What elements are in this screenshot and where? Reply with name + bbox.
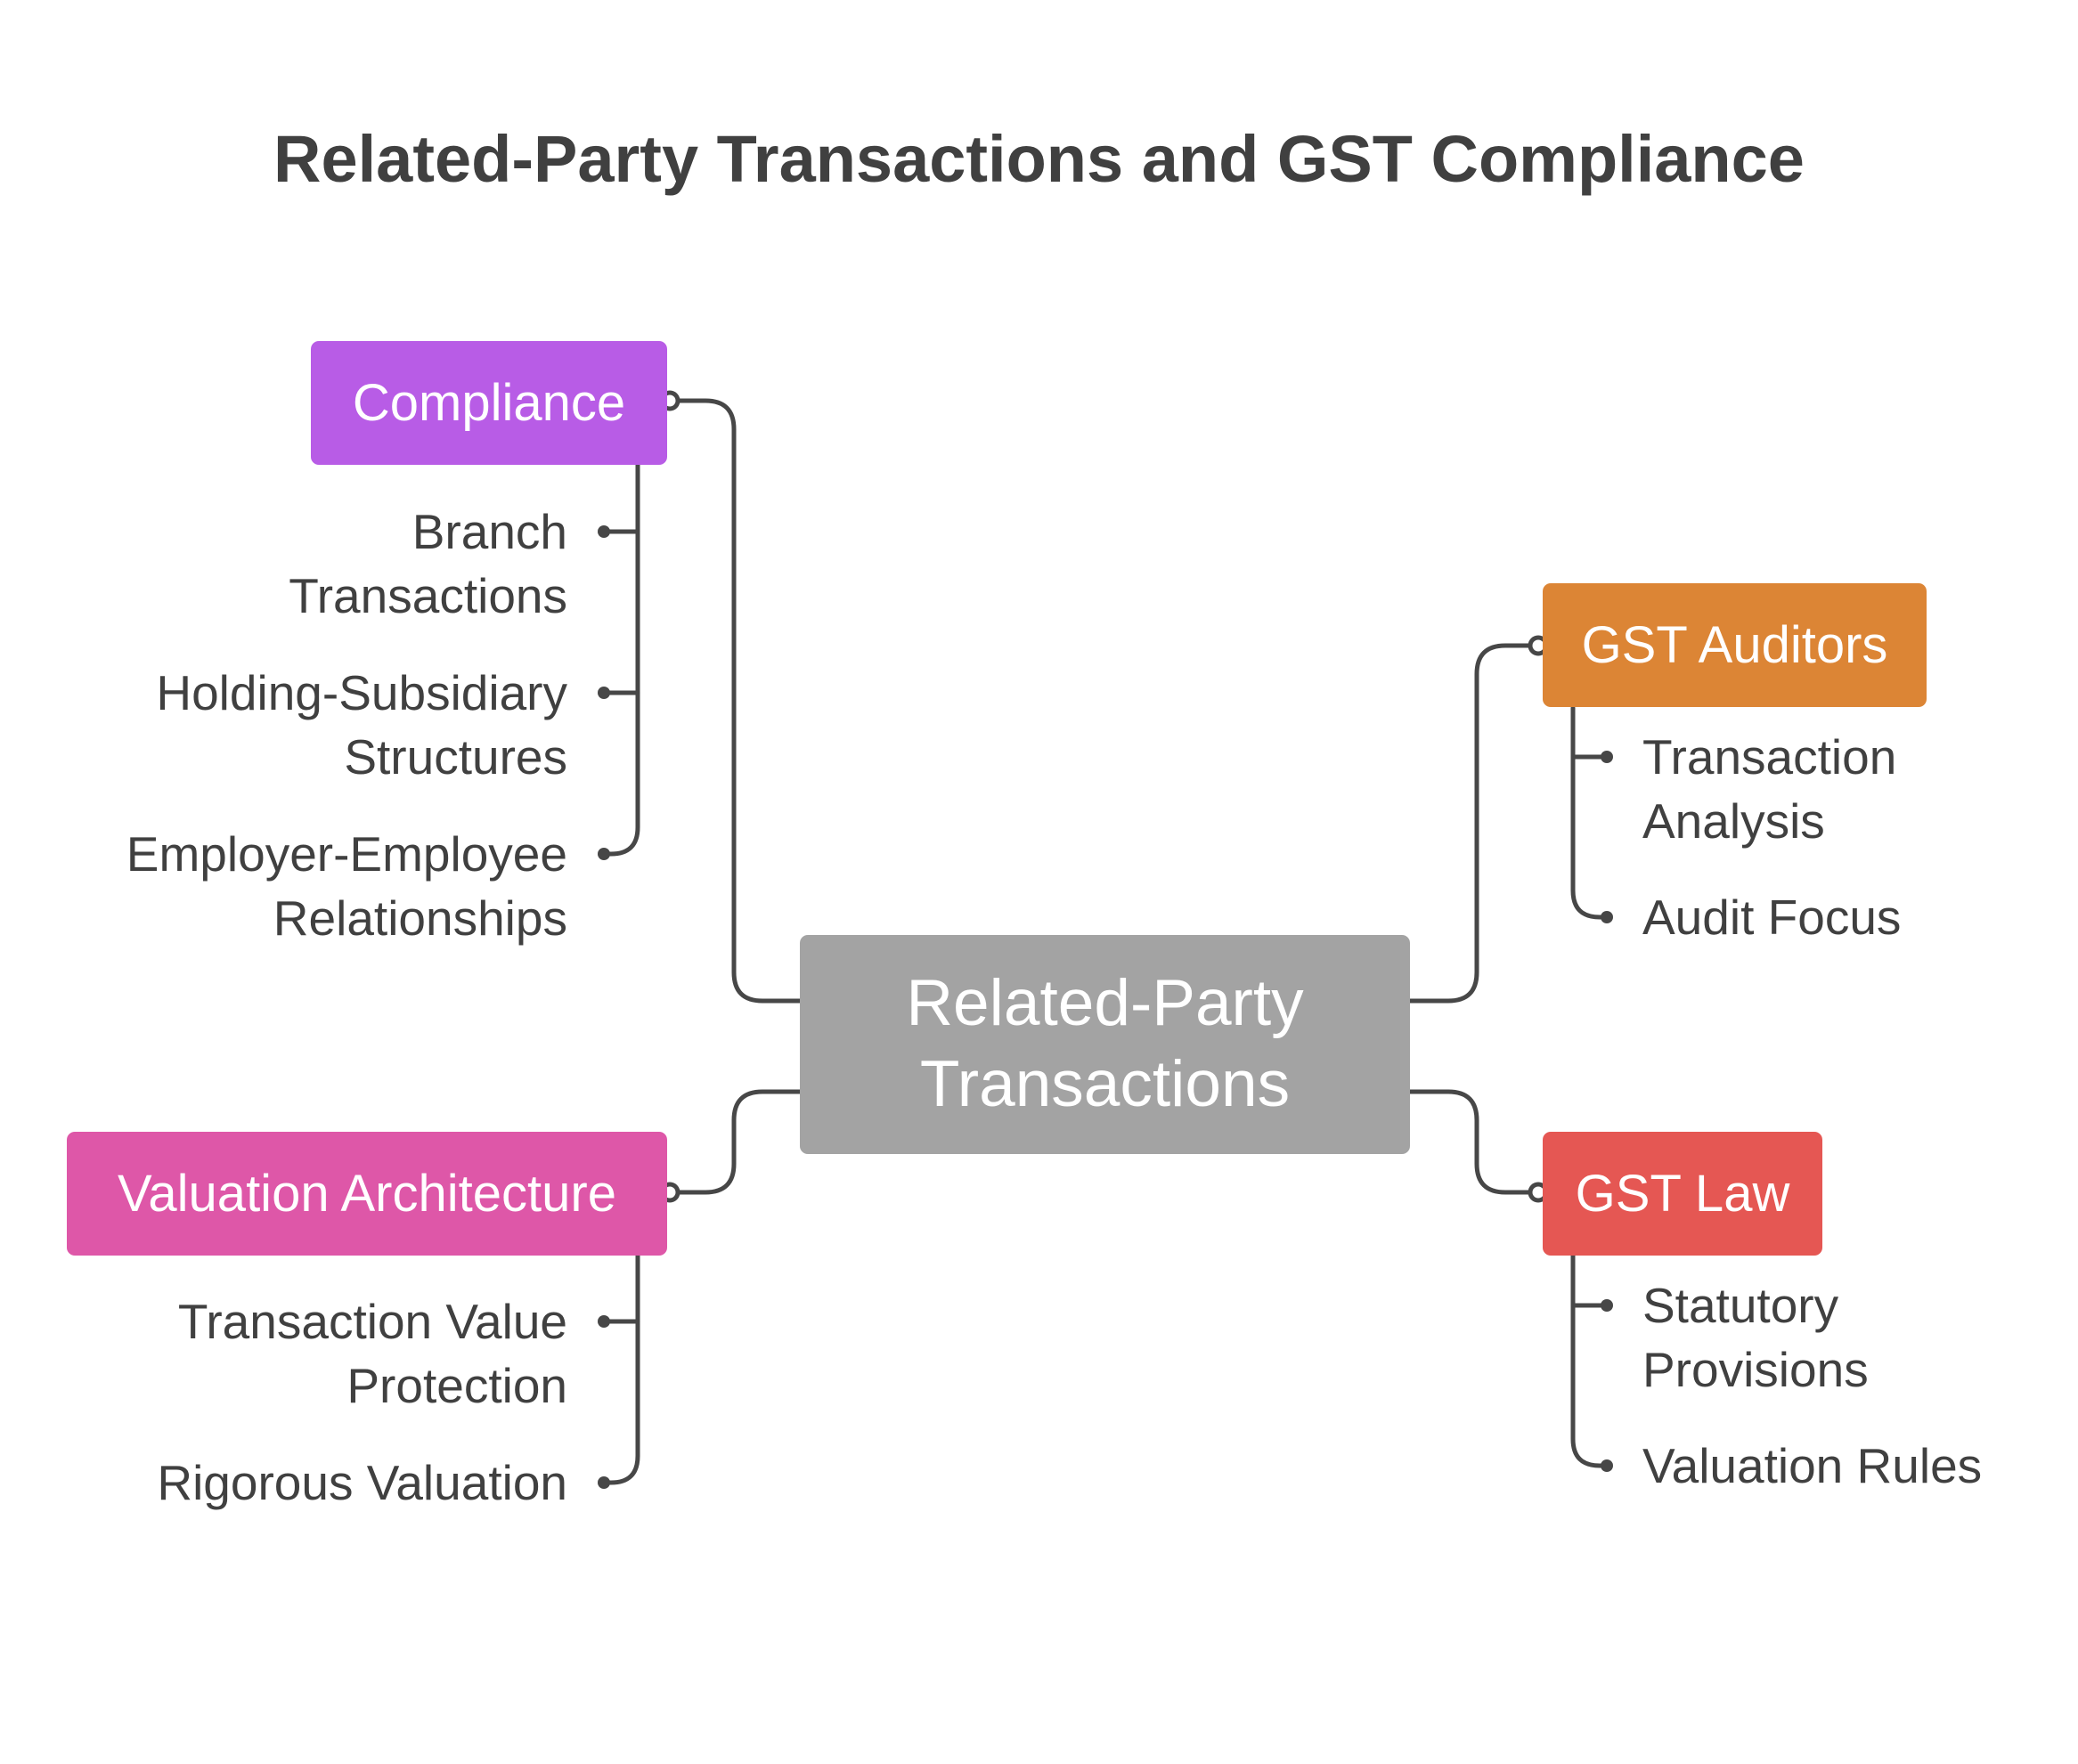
connector-valuation-leaves: [603, 1253, 640, 1485]
leaf-line: Protection: [346, 1358, 567, 1413]
center-node-line-2: Transactions: [919, 1048, 1291, 1120]
valuation-item-rigorous-valuation: Rigorous Valuation: [53, 1451, 567, 1515]
compliance-item-branch-transactions: Branch Transactions: [53, 500, 567, 628]
diagram-title: Related-Party Transactions and GST Compl…: [273, 122, 1805, 196]
compliance-item-holding-subsidiary: Holding-Subsidiary Structures: [53, 661, 567, 789]
leaf-dot: [598, 848, 610, 860]
connector-auditors-leaves: [1570, 705, 1608, 920]
leaf-line: Audit Focus: [1642, 890, 1902, 945]
connector-law-leaves: [1570, 1253, 1608, 1468]
valuation-item-transaction-value-protection: Transaction Value Protection: [53, 1289, 567, 1418]
leaf-line: Provisions: [1642, 1342, 1869, 1397]
connector-compliance-leaves: [603, 462, 640, 857]
leaf-line: Employer-Employee: [126, 826, 567, 882]
leaf-dot: [1601, 911, 1613, 923]
leaf-line: Transactions: [289, 568, 567, 623]
connector-center-law: [1407, 1089, 1536, 1195]
leaf-line: Transaction: [1642, 729, 1897, 784]
leaf-line: Holding-Subsidiary: [156, 665, 567, 720]
center-node: Related-Party Transactions: [800, 935, 1410, 1154]
leaf-dot: [598, 525, 610, 538]
leaf-line: Structures: [344, 729, 567, 784]
leaf-dot: [1601, 1459, 1613, 1472]
leaf-dot: [1601, 1299, 1613, 1312]
connector-center-compliance: [672, 398, 803, 1004]
leaf-dot: [598, 1476, 610, 1489]
gst-auditors-node: GST Auditors: [1543, 583, 1927, 707]
leaf-line: Relationships: [273, 890, 567, 946]
leaf-line: Transaction Value: [177, 1294, 567, 1349]
connector-center-valuation: [672, 1089, 803, 1195]
auditors-item-audit-focus: Audit Focus: [1642, 885, 2034, 949]
leaf-line: Statutory: [1642, 1278, 1839, 1333]
leaf-dot: [598, 1315, 610, 1328]
leaf-line: Branch: [412, 504, 567, 559]
compliance-node: Compliance: [311, 341, 667, 465]
leaf-dot: [1601, 751, 1613, 763]
center-node-line-1: Related-Party: [906, 967, 1304, 1040]
valuation-architecture-node: Valuation Architecture: [67, 1132, 667, 1256]
connector-center-auditors: [1407, 643, 1536, 1004]
auditors-item-transaction-analysis: Transaction Analysis: [1642, 725, 2034, 853]
leaf-line: Valuation Rules: [1642, 1438, 1983, 1493]
law-item-statutory-provisions: Statutory Provisions: [1642, 1273, 2034, 1402]
compliance-item-employer-employee: Employer-Employee Relationships: [53, 822, 567, 950]
leaf-line: Analysis: [1642, 793, 1825, 849]
leaf-dot: [598, 687, 610, 699]
gst-law-node: GST Law: [1543, 1132, 1822, 1256]
law-item-valuation-rules: Valuation Rules: [1642, 1434, 2034, 1498]
leaf-line: Rigorous Valuation: [157, 1455, 567, 1510]
